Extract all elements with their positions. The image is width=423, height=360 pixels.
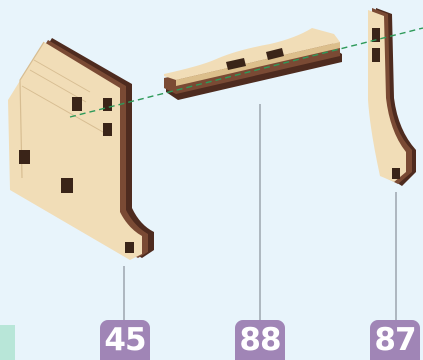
slot <box>61 178 73 193</box>
part-45-panel <box>8 38 154 260</box>
slot <box>19 150 30 164</box>
part-number-badge: 87 <box>370 320 420 360</box>
part-number-badge: 88 <box>235 320 285 360</box>
slot <box>125 242 134 253</box>
slot <box>103 123 112 136</box>
slot <box>372 48 380 62</box>
part-88-beam <box>164 28 342 100</box>
part-87-side <box>368 8 416 186</box>
part-number-badge: 45 <box>100 320 150 360</box>
slot <box>392 168 400 179</box>
slot <box>72 97 82 111</box>
